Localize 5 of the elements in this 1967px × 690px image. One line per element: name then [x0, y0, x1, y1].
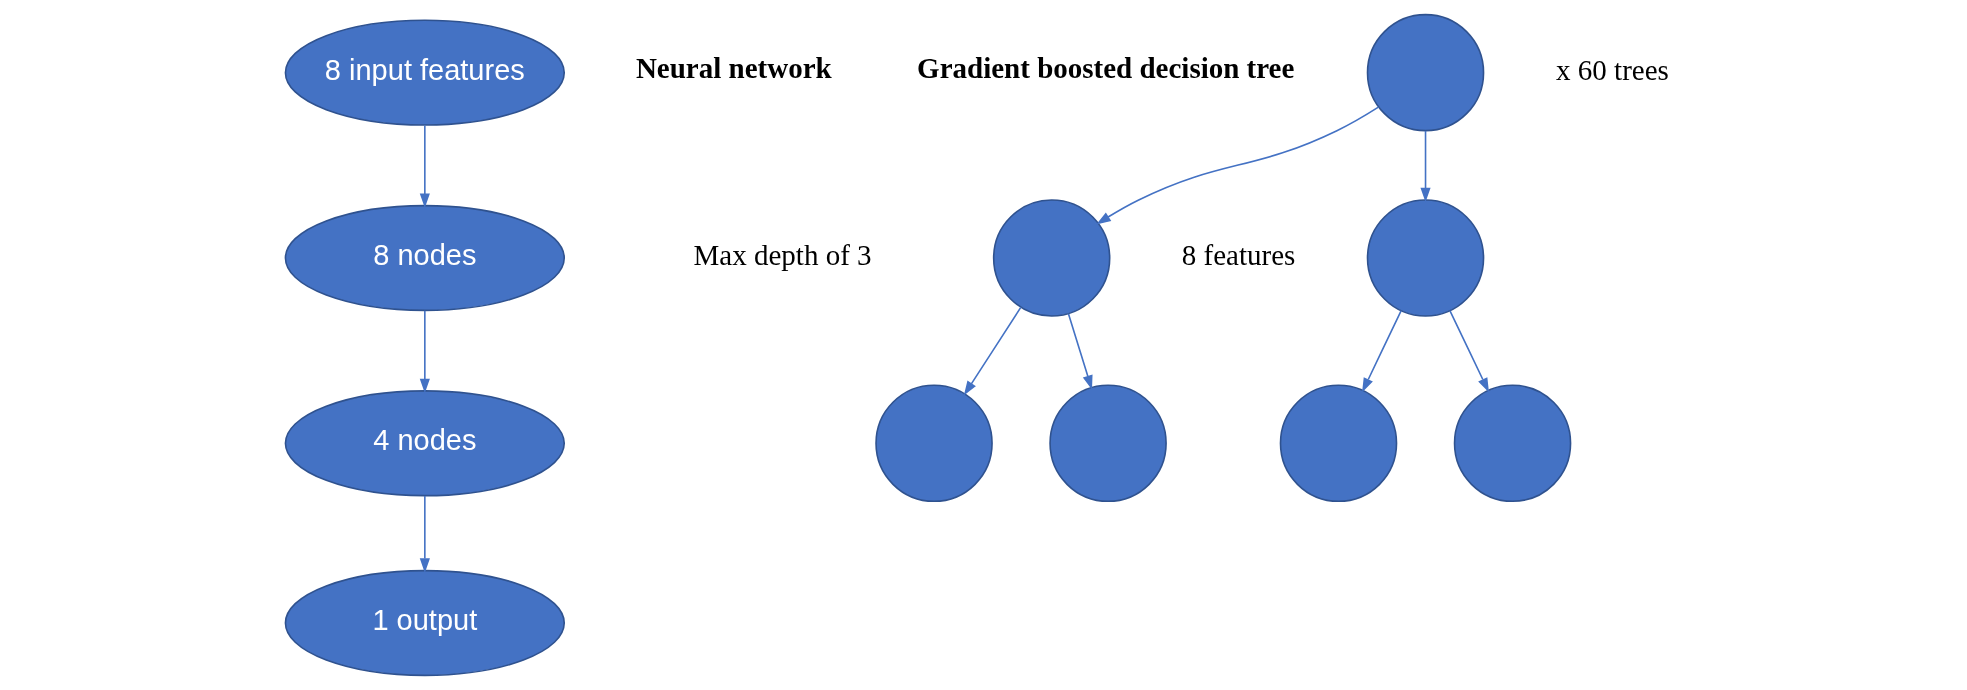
label: x 60 trees [1555, 53, 1669, 86]
label: Neural network [635, 52, 832, 85]
label: 8 features [1181, 239, 1295, 272]
label: Gradient boosted decision tree [916, 52, 1294, 85]
label: Max depth of 3 [693, 239, 872, 272]
